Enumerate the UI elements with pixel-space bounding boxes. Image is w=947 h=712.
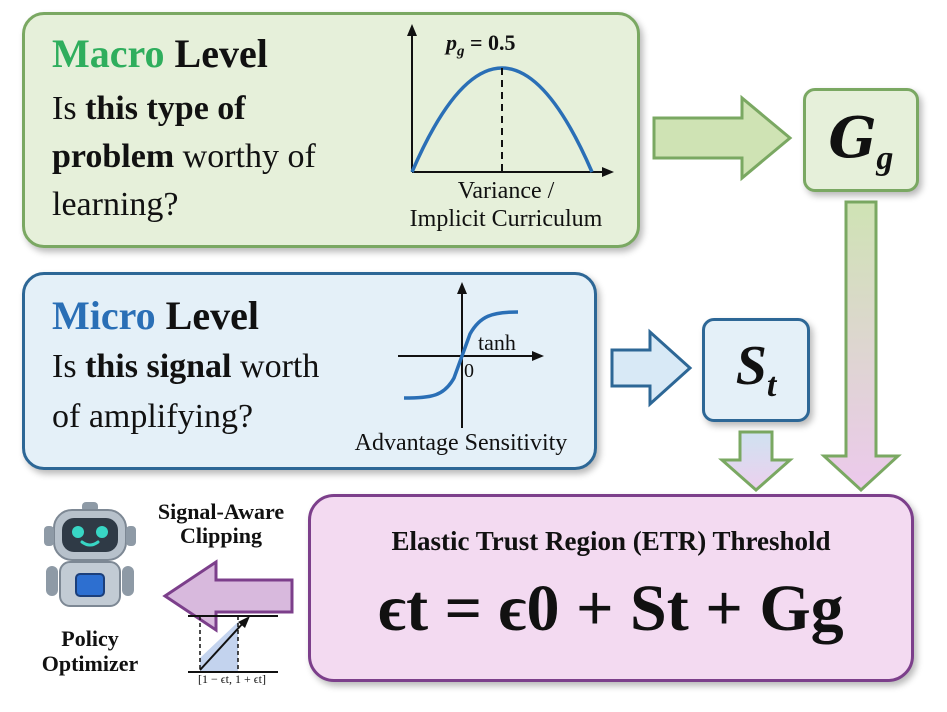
policy-label-line1: Policy bbox=[61, 626, 119, 651]
etr-threshold-panel bbox=[308, 494, 914, 682]
clip-label-line1: Signal-Aware bbox=[157, 499, 285, 524]
macro-plot-caption: Variance / Implicit Curriculum bbox=[396, 178, 616, 233]
arrow-etr-to-robot bbox=[162, 559, 294, 633]
arrow-micro-to-s bbox=[610, 328, 693, 408]
micro-q1: Is bbox=[52, 348, 77, 385]
macro-question-line1: Is this type of bbox=[52, 92, 246, 126]
clip-label: Signal-Aware Clipping bbox=[146, 499, 296, 549]
micro-q3: worth bbox=[240, 348, 320, 385]
etr-formula-text: ϵt = ϵ0 + St + Gg bbox=[378, 572, 844, 645]
macro-q2: this type of bbox=[85, 90, 246, 127]
micro-q2: this signal bbox=[85, 348, 232, 385]
g-symbol-sub: g bbox=[876, 140, 894, 178]
clipping-diagram bbox=[188, 615, 278, 673]
macro-question-line3: learning? bbox=[52, 186, 179, 223]
micro-title: Micro Level bbox=[52, 296, 259, 336]
macro-q1: Is bbox=[52, 90, 77, 127]
arrow-g-to-etr bbox=[820, 200, 902, 493]
micro-title-rest: Level bbox=[165, 293, 259, 338]
micro-title-colored: Micro bbox=[52, 293, 156, 338]
macro-level-panel bbox=[22, 12, 640, 248]
g-symbol-main: G bbox=[828, 105, 877, 171]
g-symbol-box bbox=[803, 88, 919, 192]
macro-title-rest: Level bbox=[174, 31, 268, 76]
macro-caption-line2: Implicit Curriculum bbox=[409, 205, 603, 232]
policy-label-line2: Optimizer bbox=[41, 651, 139, 677]
tanh-plot bbox=[398, 282, 544, 428]
clip-label-line2: Clipping bbox=[180, 523, 262, 549]
policy-optimizer-label: Policy Optimizer bbox=[20, 626, 160, 677]
macro-title: Macro Level bbox=[52, 34, 268, 74]
variance-parabola-plot bbox=[407, 24, 614, 177]
s-symbol: St bbox=[702, 338, 810, 403]
clip-interval-label: [1 − ϵt, 1 + ϵt] bbox=[198, 672, 266, 686]
etr-formula: ϵt = ϵ0 + St + Gg bbox=[308, 576, 914, 642]
tanh-zero-label: 0 bbox=[464, 360, 474, 382]
s-symbol-main: S bbox=[735, 335, 767, 397]
tanh-curve bbox=[403, 310, 519, 400]
etr-title: Elastic Trust Region (ETR) Threshold bbox=[391, 526, 831, 556]
micro-plot-caption: Advantage Sensitivity bbox=[354, 430, 568, 456]
macro-caption-line1: Variance / bbox=[457, 178, 555, 204]
macro-question-line2: problem worthy of bbox=[52, 140, 316, 174]
arrow-macro-to-g bbox=[652, 94, 793, 182]
robot-icon bbox=[44, 502, 136, 607]
arrow-s-to-etr bbox=[718, 430, 794, 493]
g-symbol: Gg bbox=[803, 110, 919, 176]
macro-q3: problem bbox=[52, 138, 175, 175]
micro-question-line1: Is this signal worth bbox=[52, 350, 319, 384]
micro-question-line2: of amplifying? bbox=[52, 398, 254, 435]
tanh-label: tanh bbox=[478, 330, 516, 355]
macro-title-colored: Macro bbox=[52, 31, 165, 76]
s-symbol-box bbox=[702, 318, 810, 422]
macro-q4: worthy of bbox=[182, 138, 316, 175]
s-symbol-sub: t bbox=[766, 367, 777, 405]
micro-level-panel bbox=[22, 272, 597, 470]
peak-label: pg = 0.5 bbox=[446, 30, 516, 60]
